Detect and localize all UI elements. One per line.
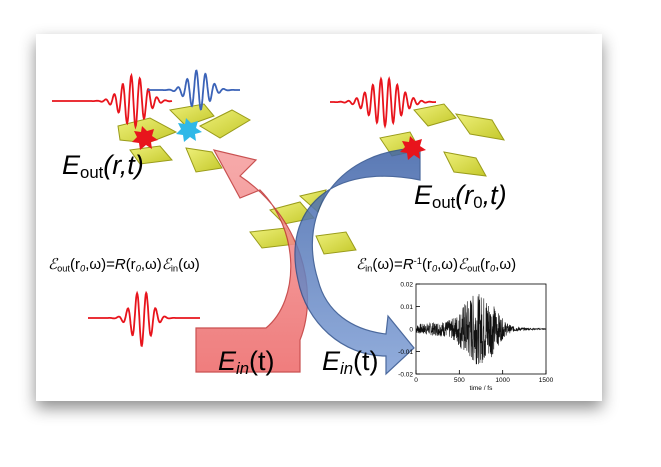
x-tick-label: 500: [454, 377, 465, 384]
y-tick-label: -0.01: [398, 349, 413, 356]
x-tick-label: 1500: [539, 377, 554, 384]
red-pulse-waveform: [88, 290, 200, 348]
antenna-array: [117, 103, 505, 255]
x-tick-label: 0: [414, 377, 418, 384]
y-tick-label: -0.02: [398, 372, 413, 379]
y-tick-label: 0.02: [400, 282, 413, 289]
cyan-star-icon: [176, 118, 202, 142]
signal-trace: [415, 294, 547, 365]
antenna: [443, 151, 487, 177]
blue-pulse-waveform: [148, 69, 240, 111]
equation-inverse: ℰin(ω)=R-1(r0,ω)ℰout(r0,ω): [356, 255, 517, 274]
red-pulse-waveform: [52, 72, 173, 130]
blue-curved-arrow: [294, 147, 421, 376]
antenna: [117, 117, 178, 144]
y-tick-label: 0.01: [400, 304, 413, 311]
antenna: [315, 231, 357, 255]
label-e-in-right: Ein(t): [322, 346, 379, 379]
antenna: [198, 109, 251, 139]
x-axis-label: time / fs: [470, 385, 494, 392]
antenna: [413, 103, 457, 127]
red-pulse-waveform: [330, 76, 436, 129]
red-star-icon: [400, 136, 426, 160]
label-e-out-r0t: Eout(r0,t): [414, 180, 507, 213]
red-star-icon: [132, 126, 158, 150]
x-tick-label: 1000: [495, 377, 510, 384]
label-e-in-left: Ein(t): [218, 346, 275, 379]
y-tick-label: 0: [409, 327, 413, 334]
antenna: [185, 147, 223, 173]
antenna: [454, 113, 505, 141]
label-e-out-rt: Eout(r,t): [62, 150, 144, 183]
equation-forward: ℰout(r0,ω)=R(r0,ω)ℰin(ω): [48, 255, 200, 274]
